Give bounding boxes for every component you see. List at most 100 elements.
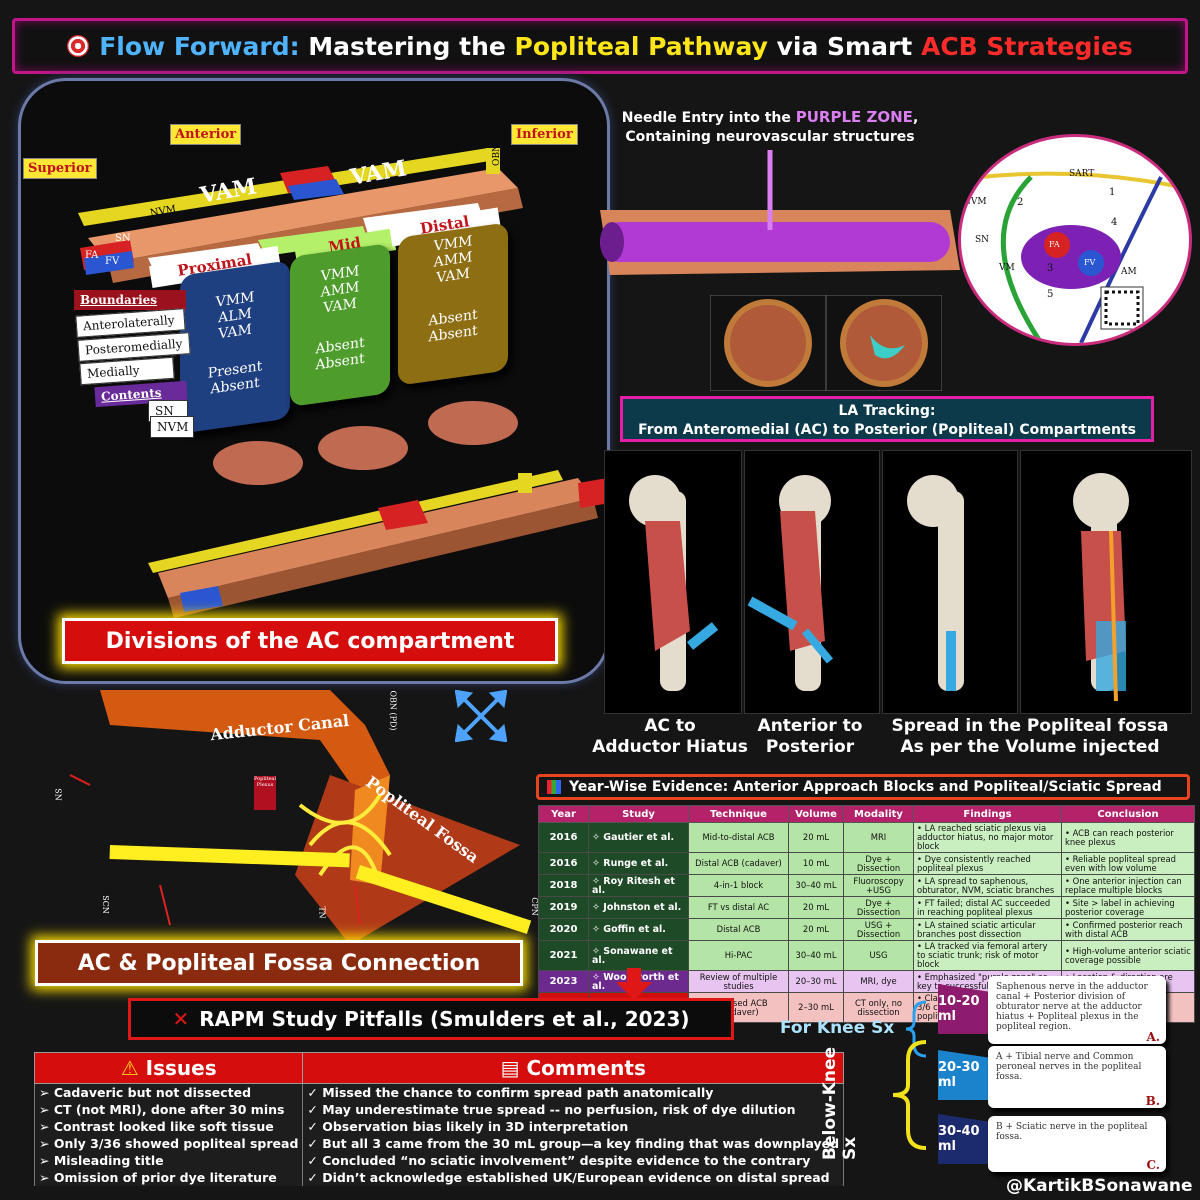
evidence-cell-modality: MRI <box>843 822 914 853</box>
down-arrow-icon <box>616 968 652 1000</box>
comments-header: ▤ Comments <box>302 1052 845 1084</box>
issue-row: ➢ Misleading title✓ Concluded “no sciati… <box>33 1152 845 1169</box>
bone-caption-1-line2: Adductor Hiatus <box>592 737 748 757</box>
issue-cell-issue: ➢ Only 3/36 showed popliteal spread <box>33 1135 304 1152</box>
label-anterior: Anterior <box>170 124 242 145</box>
needle-entry-text: Needle Entry into the PURPLE ZONE, Conta… <box>590 108 950 147</box>
la-tracking-line1: LA Tracking: <box>838 403 936 419</box>
yellow-nerve-1 <box>109 845 350 868</box>
evidence-col-header: Modality <box>843 805 914 823</box>
issue-row: ➢ CT (not MRI), done after 30 mins✓ May … <box>33 1101 845 1118</box>
lower-obn-post <box>518 473 532 493</box>
dose-b-badge: 20-30 ml <box>938 1050 988 1100</box>
issue-issue-text: Cadaveric but not dissected <box>53 1085 252 1100</box>
connection-illustration <box>69 690 532 945</box>
tag-tn: TN <box>317 906 327 919</box>
dose-b-card: A + Tibial nerve and Common peroneal ner… <box>988 1046 1166 1108</box>
dose-c-text: B + Sciatic nerve in the popliteal fossa… <box>996 1122 1148 1142</box>
content-nvm: NVM <box>150 416 194 438</box>
issue-comment-text: But all 3 came from the 30 mL group—a ke… <box>322 1136 840 1151</box>
dose-item-c: 30-40 ml B + Sciatic nerve in the poplit… <box>938 1104 1166 1174</box>
purple-zone-tube <box>600 150 960 275</box>
bone-image-1 <box>604 450 742 714</box>
lower-fa-vessel <box>578 478 604 508</box>
dose-a-letter: A. <box>1146 1030 1161 1044</box>
issue-cell-issue: ➢ Misleading title <box>33 1152 304 1169</box>
below-knee-label: Below-Knee Sx <box>820 1046 860 1160</box>
lower-fv-vessel <box>180 586 223 612</box>
issue-cell-comment: ✓ Concluded “no sciatic involvement” des… <box>302 1152 845 1169</box>
evidence-row: 2016✧ Runge et al.Distal ACB (cadaver)10… <box>538 852 1195 875</box>
issue-comment-text: Concluded “no sciatic involvement” despi… <box>322 1153 811 1168</box>
bone-caption-3: Spread in the Popliteal fossa As per the… <box>880 716 1180 758</box>
evidence-cell-study: ✧ Sonawane et al. <box>588 940 689 971</box>
dose-c-card: B + Sciatic nerve in the popliteal fossa… <box>988 1116 1166 1172</box>
evidence-title-text: Year-Wise Evidence: Anterior Approach Bl… <box>569 779 1162 795</box>
purple-zone-text: PURPLE ZONE <box>795 108 913 126</box>
evidence-cell-volume: 20 mL <box>788 896 844 919</box>
pitfall-title-text: RAPM Study Pitfalls (Smulders et al., 20… <box>199 1007 690 1031</box>
issue-comment-text: Observation bias likely in 3D interpreta… <box>322 1119 629 1134</box>
cross-icon: ✕ <box>172 1007 190 1031</box>
cross-section-diagram: SART 1 NVM 2 FA 4 SN 3 FV VM 5 AM <box>958 134 1192 346</box>
evidence-cell-year: 2019 <box>538 896 589 919</box>
cs-fa: FA <box>1049 240 1060 249</box>
title-banner: Flow Forward: Mastering the Popliteal Pa… <box>12 18 1188 74</box>
bone-image-2 <box>744 450 880 714</box>
move-arrows-icon <box>455 690 507 742</box>
needle-line1a: Needle Entry into the <box>621 110 796 126</box>
issue-cell-issue: ➢ Omission of prior dye literature <box>33 1169 304 1186</box>
warning-icon: ⚠ <box>120 1056 139 1080</box>
ultrasound-thumbnails <box>710 295 942 391</box>
evidence-cell-year: 2023 <box>538 970 589 993</box>
issue-issue-text: Misleading title <box>53 1153 164 1168</box>
evidence-cell-study: ✧ Goffin et al. <box>588 918 689 941</box>
title-part-1: Flow Forward: <box>99 31 300 61</box>
boundaries-header: Boundaries <box>74 290 186 310</box>
issue-cell-comment: ✓ Missed the chance to confirm spread pa… <box>302 1083 845 1101</box>
issue-cell-issue: ➢ Cadaveric but not dissected <box>33 1083 304 1101</box>
evidence-cell-study: ✧ Runge et al. <box>588 852 689 875</box>
dose-a-badge: 10-20 ml <box>938 984 988 1034</box>
bone-caption-2: Anterior to Posterior <box>740 716 880 758</box>
evidence-cell-study: ✧ Gautier et al. <box>588 822 689 853</box>
issue-row: ➢ Contrast looked like soft tissue✓ Obse… <box>33 1118 845 1135</box>
evidence-study-name: Roy Ritesh et al. <box>592 875 675 896</box>
evidence-cell-conclusion: • ACB can reach posterior knee plexus <box>1061 822 1195 853</box>
cs-3: 3 <box>1047 263 1054 274</box>
evidence-cell-volume: 20 mL <box>788 822 844 853</box>
evidence-cell-technique: Distal ACB <box>688 918 789 941</box>
issue-cell-issue: ➢ Contrast looked like soft tissue <box>33 1118 304 1135</box>
muscle-cross-section-2 <box>318 426 408 470</box>
evidence-cell-technique: Hi-PAC <box>688 940 789 971</box>
ac-divisions-caption: Divisions of the AC compartment <box>62 618 558 664</box>
evidence-cell-study: ✧ Roy Ritesh et al. <box>588 874 689 897</box>
evidence-cell-modality: USG + Dissection <box>843 918 914 941</box>
issue-issue-text: Omission of prior dye literature <box>53 1170 277 1185</box>
cs-fv: FV <box>1084 258 1096 267</box>
issues-header: ⚠ Issues <box>33 1052 304 1084</box>
bone-caption-1: AC to Adductor Hiatus <box>590 716 750 758</box>
cs-sart: SART <box>1069 169 1095 179</box>
evidence-col-header: Volume <box>788 805 844 823</box>
author-handle: @KartikBSonawane <box>1006 1176 1193 1196</box>
issue-issue-text: Contrast looked like soft tissue <box>53 1119 274 1134</box>
muscle-cross-section-3 <box>428 401 518 445</box>
below-knee-bracket <box>892 1040 927 1150</box>
bone-image-3 <box>882 450 1018 714</box>
fv-vessel <box>84 251 134 275</box>
title-part-3: Popliteal Pathway <box>514 31 768 61</box>
notepad-icon: ▤ <box>500 1056 520 1080</box>
issue-comment-text: Didn’t acknowledge established UK/Europe… <box>322 1170 830 1185</box>
for-knee-label: For Knee Sx <box>780 1018 895 1038</box>
issue-cell-issue: ➢ CT (not MRI), done after 30 mins <box>33 1101 304 1118</box>
dose-a-text: Saphenous nerve in the adductor canal + … <box>996 982 1148 1032</box>
bar-chart-icon <box>547 780 561 794</box>
evidence-study-name: Gautier et al. <box>603 832 675 843</box>
evidence-study-name: Woodworth et al. <box>592 971 679 992</box>
